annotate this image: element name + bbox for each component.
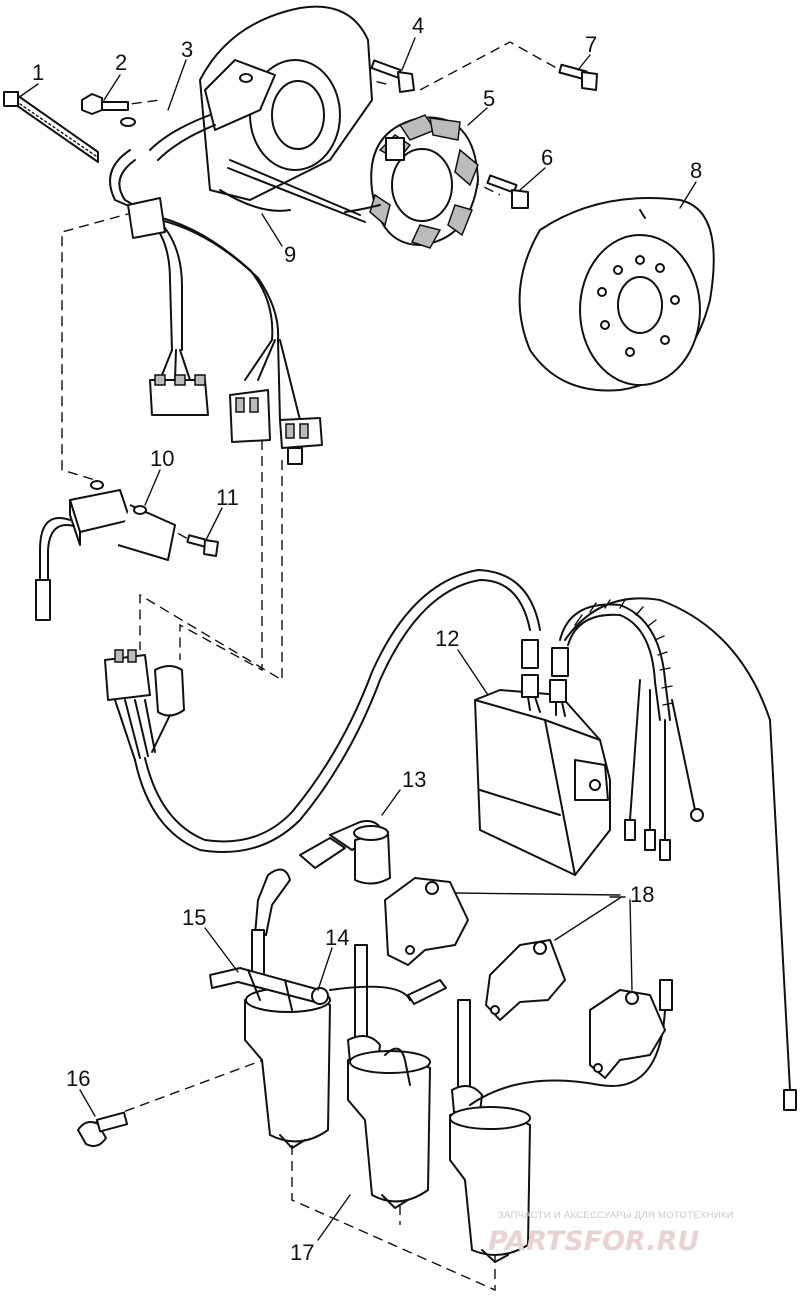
callout-18: 18: [630, 882, 654, 907]
screw-4: [370, 59, 415, 93]
cdi-box: [474, 597, 797, 1111]
bolt-16: [77, 1111, 129, 1147]
regulator-module: [35, 480, 176, 621]
callout-17: 17: [290, 1240, 314, 1265]
assembly-dashed-lines: [61, 41, 561, 1292]
callout-numbers: 1 2 3 4 7 5 6 8 9 10 11 12 13 14 15 18 1…: [32, 13, 702, 1265]
callout-16: 16: [66, 1066, 90, 1091]
callout-1: 1: [32, 60, 44, 85]
watermark: ЗАПЧАСТИ И АКСЕССУАРЫ ДЛЯ МОТОТЕХНИКИ PA…: [488, 1210, 734, 1257]
callout-13: 13: [402, 767, 426, 792]
callout-10: 10: [150, 446, 174, 471]
callout-6: 6: [541, 145, 553, 170]
callout-7: 7: [585, 32, 597, 57]
callout-4: 4: [412, 13, 424, 38]
plug-connectors: [104, 569, 541, 853]
flywheel: [518, 197, 715, 392]
screw-7: [558, 63, 598, 91]
ignition-coils: [244, 868, 673, 1263]
callout-15: 15: [182, 905, 206, 930]
watermark-tagline: ЗАПЧАСТИ И АКСЕССУАРЫ ДЛЯ МОТОТЕХНИКИ: [498, 1210, 734, 1221]
spark-plug-cap: [299, 820, 391, 885]
callout-11: 11: [216, 485, 239, 510]
callout-12: 12: [435, 626, 459, 651]
coil-bracket: [209, 967, 447, 1011]
coil-mount-brackets: [384, 877, 666, 1079]
callout-8: 8: [690, 158, 702, 183]
watermark-site: PARTSFOR.RU: [488, 1226, 699, 1257]
callout-9: 9: [284, 242, 296, 267]
callout-3: 3: [181, 37, 193, 62]
wire-harness: [109, 114, 323, 465]
screw-with-washer: [81, 93, 136, 127]
callout-2: 2: [115, 50, 127, 75]
callout-14: 14: [325, 925, 349, 950]
callout-5: 5: [483, 86, 495, 111]
screw-11: [186, 534, 219, 557]
stator-plate: [199, 5, 373, 223]
screw-6: [486, 174, 529, 209]
cable-tie-strap: [3, 91, 99, 163]
leader-lines: [17, 37, 697, 1241]
stator-coil: [344, 114, 479, 249]
